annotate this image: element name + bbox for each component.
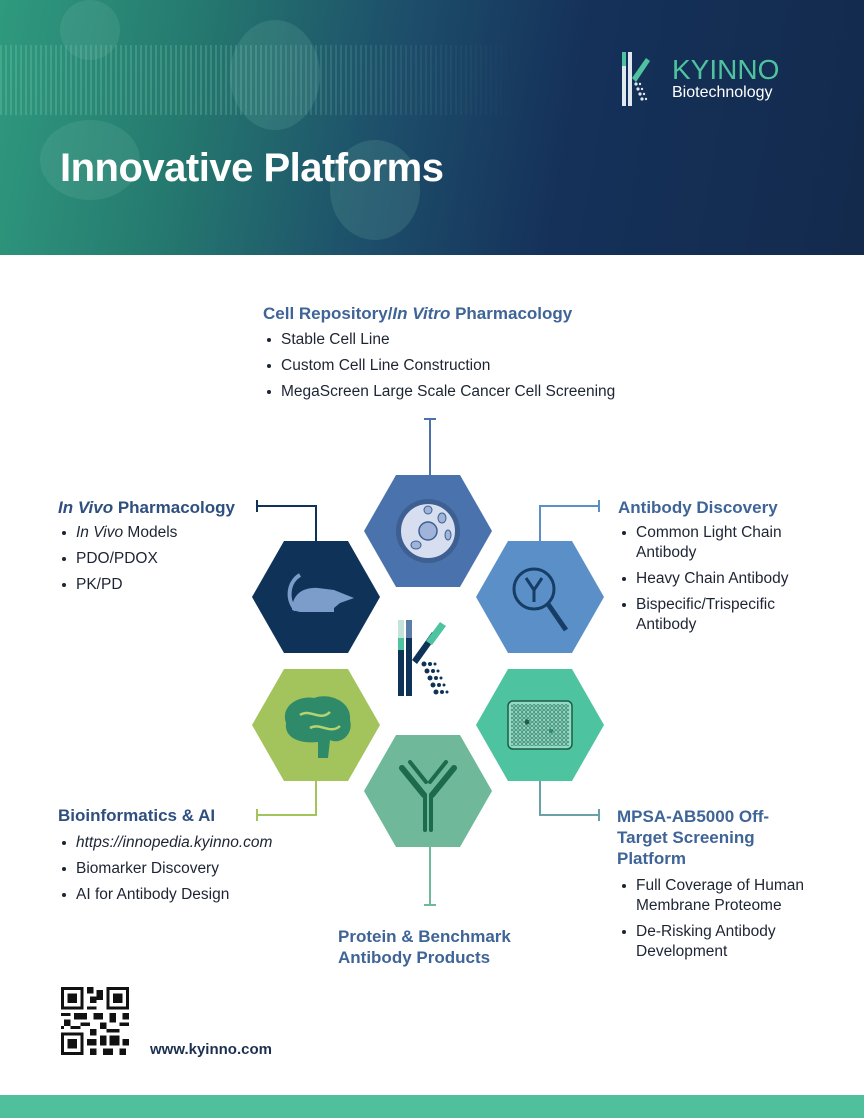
connector-bioinfo: [257, 814, 317, 816]
connector-cap: [424, 904, 436, 906]
section-title-mpsa: MPSA-AB5000 Off-Target Screening Platfor…: [617, 807, 770, 868]
title-part: In Vitro: [392, 304, 451, 323]
footer-bar: [0, 1095, 864, 1118]
section-title-cell-repository: Cell Repository/In Vitro Pharmacology: [263, 303, 572, 324]
list-item: MegaScreen Large Scale Cancer Cell Scree…: [263, 382, 683, 402]
antibody-discovery-list: Common Light Chain Antibody Heavy Chain …: [618, 523, 818, 641]
logo-k-icon: [622, 52, 650, 106]
connector-cap: [598, 809, 600, 821]
list-item: Heavy Chain Antibody: [618, 569, 818, 589]
mpsa-list: Full Coverage of Human Membrane Proteome…: [618, 876, 828, 968]
list-item: AI for Antibody Design: [58, 885, 328, 905]
list-item: In Vivo Models: [58, 523, 248, 543]
protein-graphic: [40, 120, 140, 200]
hex-in-vivo: [252, 541, 380, 653]
logo-name: KYINNO: [672, 54, 780, 85]
list-item: PDO/PDOX: [58, 549, 248, 569]
list-item: Bispecific/Trispecific Antibody: [618, 595, 818, 635]
mouse-icon: [287, 573, 354, 612]
magnifier-antibody-icon: [512, 567, 569, 632]
connector-cap: [256, 500, 258, 512]
list-item: Common Light Chain Antibody: [618, 523, 818, 563]
header-banner: Innovative Platforms KYINNO Biotechnolog…: [0, 0, 864, 255]
list-item-emphasis: In Vivo: [76, 524, 124, 541]
website-link[interactable]: www.kyinno.com: [150, 1041, 272, 1058]
connector-antibody: [539, 505, 541, 542]
title-part: Pharmacology: [113, 498, 235, 517]
hex-mpsa: [476, 669, 604, 781]
bioinformatics-list: https://innopedia.kyinno.com Biomarker D…: [58, 833, 328, 911]
connector-cell: [429, 418, 431, 475]
list-item: Custom Cell Line Construction: [263, 356, 683, 376]
section-title-bioinformatics: Bioinformatics & AI: [58, 806, 216, 825]
protein-graphic: [330, 140, 420, 240]
in-vivo-list: In Vivo Models PDO/PDOX PK/PD: [58, 523, 248, 601]
connector-mpsa: [539, 781, 541, 816]
brain-icon: [284, 696, 351, 758]
list-item: Full Coverage of Human Membrane Proteome: [618, 876, 828, 916]
hex-antibody-discovery: [476, 541, 604, 653]
list-item: Stable Cell Line: [263, 330, 683, 350]
list-item: De-Risking Antibody Development: [618, 922, 828, 962]
hex-protein: [364, 735, 492, 847]
kyinno-logo: KYINNO Biotechnology: [620, 52, 779, 106]
list-item: Biomarker Discovery: [58, 859, 328, 879]
page-title: Innovative Platforms: [60, 146, 444, 190]
connector-cap: [424, 418, 436, 420]
qr-code[interactable]: [61, 987, 129, 1055]
section-title-in-vivo: In Vivo Pharmacology: [58, 497, 235, 518]
connector-invivo: [315, 505, 317, 542]
connector-protein: [429, 847, 431, 905]
antibody-icon: [399, 760, 457, 832]
connector-antibody: [539, 505, 599, 507]
connector-mpsa: [539, 814, 599, 816]
connector-cap: [598, 500, 600, 512]
section-title-protein: Protein & Benchmark Antibody Products: [338, 927, 511, 967]
list-item: PK/PD: [58, 575, 248, 595]
innopedia-link[interactable]: https://innopedia.kyinno.com: [76, 834, 273, 851]
list-item-link[interactable]: https://innopedia.kyinno.com: [58, 833, 328, 853]
logo-subtitle: Biotechnology: [672, 84, 773, 101]
connector-bioinfo: [315, 781, 317, 816]
protein-graphic: [230, 20, 320, 130]
microplate-icon: [507, 700, 573, 750]
center-k-logo-icon: [398, 620, 449, 696]
protein-graphic: [60, 0, 120, 60]
title-part: In Vivo: [58, 498, 114, 517]
connector-cap: [256, 809, 258, 821]
title-part: Cell Repository/: [263, 304, 393, 323]
hex-cell-repository: [364, 475, 492, 587]
title-part: Pharmacology: [450, 304, 573, 323]
membrane-graphic: [0, 45, 520, 115]
cell-repository-list: Stable Cell Line Custom Cell Line Constr…: [263, 330, 683, 408]
section-title-antibody-discovery: Antibody Discovery: [618, 498, 778, 517]
cell-icon: [396, 499, 460, 563]
connector-invivo: [257, 505, 317, 507]
list-item-text: Models: [123, 524, 178, 541]
hex-bioinformatics: [252, 669, 380, 781]
